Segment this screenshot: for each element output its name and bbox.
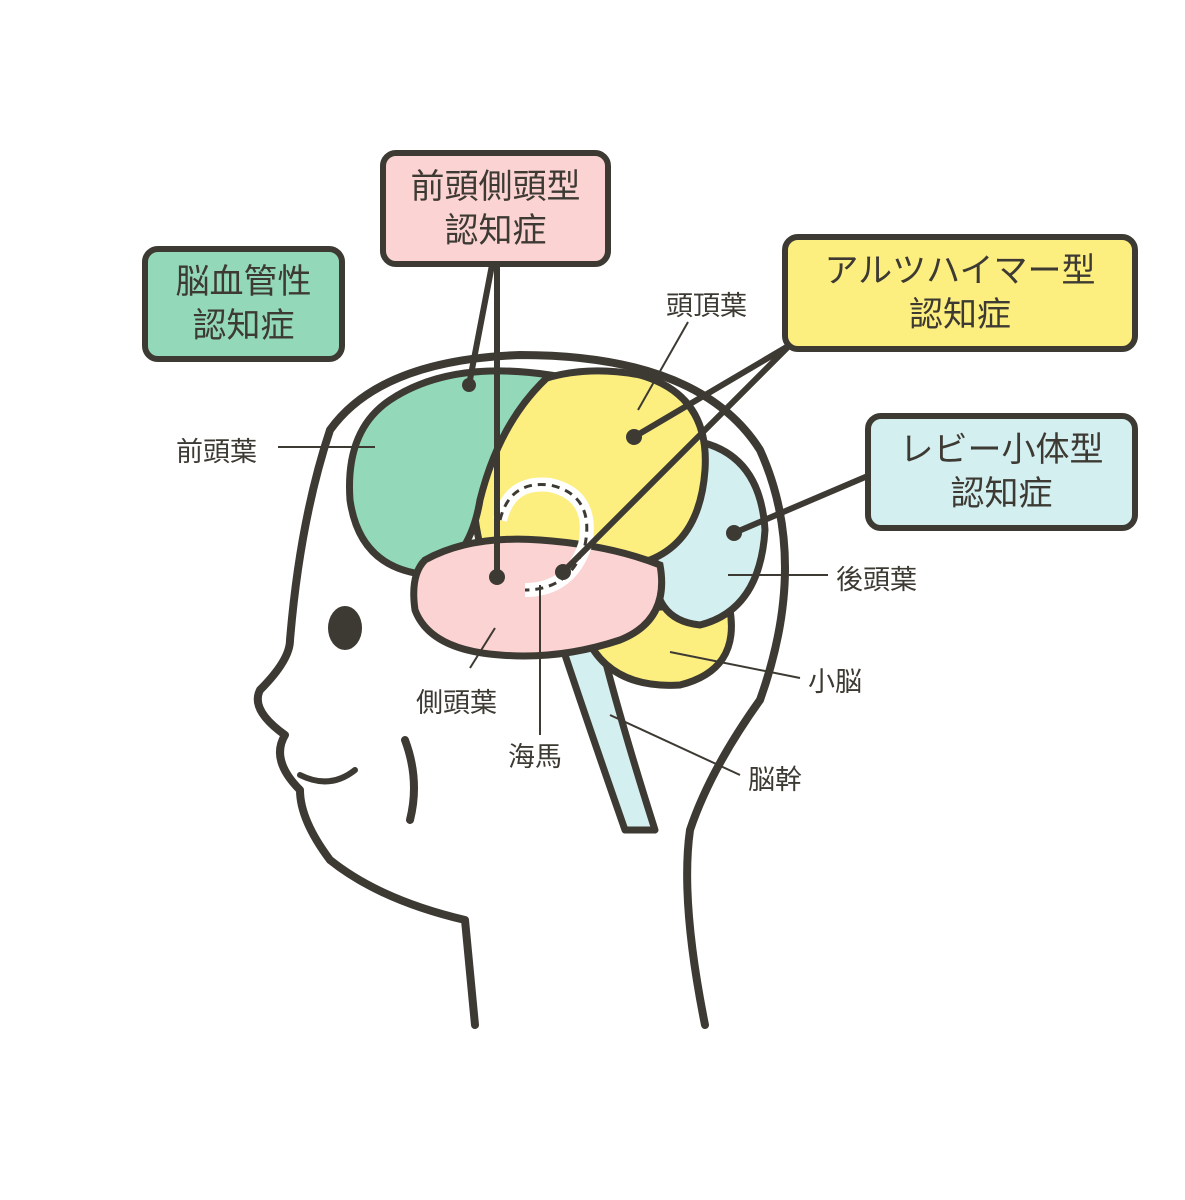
label-hippocampus: 海馬: [508, 742, 562, 773]
label-parietal-lobe: 頭頂葉: [666, 291, 747, 322]
frontotemporal-dementia-box: 前頭側頭型 認知症: [380, 150, 611, 267]
frontotemporal-line1: 前頭側頭型: [410, 166, 581, 207]
alzheimer-line2: 認知症: [909, 295, 1011, 335]
alzheimer-line1: アルツハイマー型: [824, 251, 1096, 291]
lewy-line2: 認知症: [950, 474, 1053, 514]
lewy-dementia-box: レビー小体型 認知症: [865, 413, 1138, 531]
label-brainstem: 脳幹: [748, 765, 802, 796]
cheek-line: [401, 736, 418, 824]
mouth-line: [297, 767, 358, 785]
lewy-line1: レビー小体型: [899, 430, 1104, 470]
head-outline: [253, 351, 789, 1029]
label-cerebellum: 小脳: [808, 667, 862, 698]
vascular-line2: 認知症: [192, 306, 295, 346]
brainstem-shape: [556, 636, 659, 834]
alzheimer-dementia-box: アルツハイマー型 認知症: [782, 234, 1138, 352]
label-temporal-lobe: 側頭葉: [416, 688, 497, 719]
vascular-line1: 脳血管性: [175, 262, 312, 302]
label-frontal-lobe: 前頭葉: [176, 437, 257, 468]
label-occipital-lobe: 後頭葉: [836, 565, 917, 596]
temporal-lobe-shape: [410, 535, 666, 660]
eye: [328, 606, 362, 650]
frontotemporal-line2: 認知症: [444, 210, 547, 251]
vascular-dementia-box: 脳血管性 認知症: [142, 246, 345, 362]
